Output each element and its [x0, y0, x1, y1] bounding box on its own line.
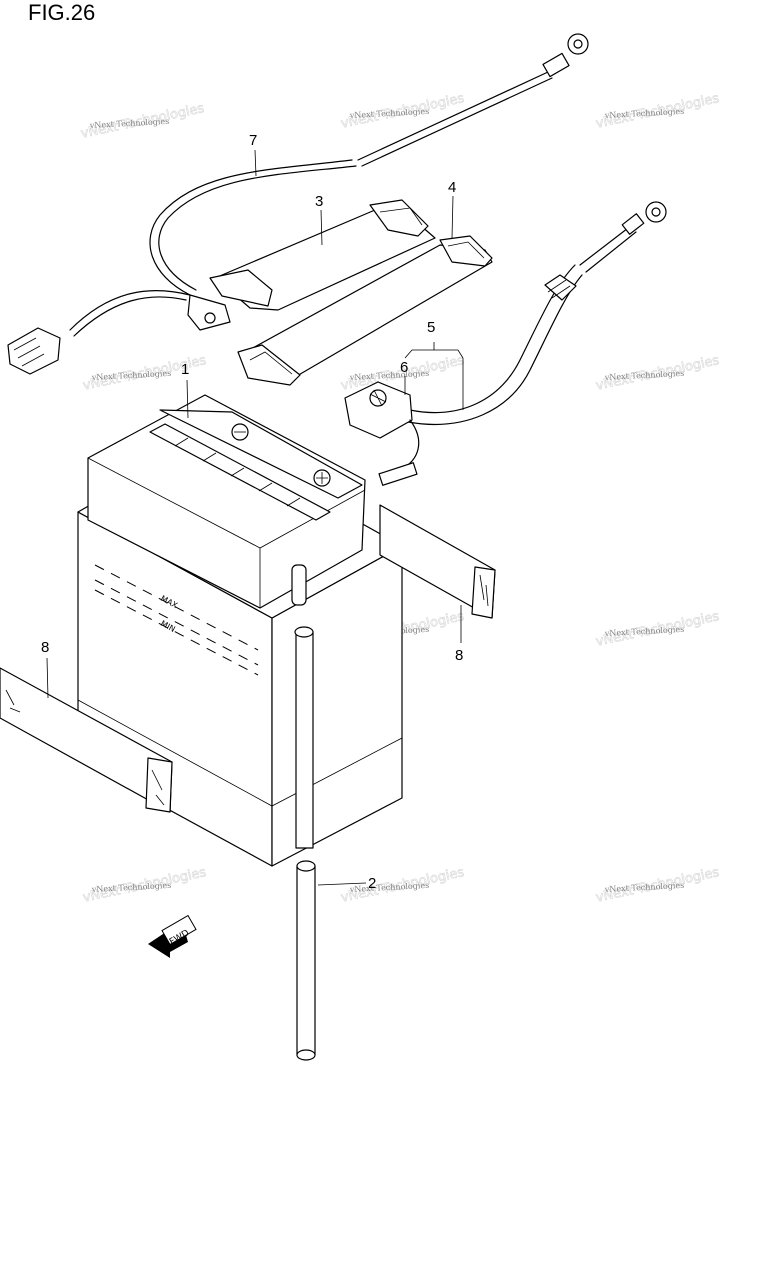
svg-text:vNext Technologies: vNext Technologies — [604, 625, 685, 638]
terminal-cover — [344, 381, 420, 486]
negative-lead-wire — [7, 33, 589, 375]
callout-1: 1 — [181, 361, 189, 378]
watermark: vNext Technologies vNext Technologies — [594, 609, 721, 650]
watermark: vNext Technologies vNext Technologies — [594, 91, 721, 132]
callout-3: 3 — [315, 193, 323, 210]
callout-2: 2 — [368, 875, 376, 892]
callout-6: 6 — [400, 359, 408, 376]
svg-text:vNext Technologies: vNext Technologies — [349, 369, 430, 382]
fwd-arrow-icon: FWD — [148, 914, 197, 958]
svg-text:vNext Technologies: vNext Technologies — [604, 369, 685, 382]
callout-4: 4 — [448, 179, 456, 196]
callout-8-right: 8 — [455, 647, 463, 664]
svg-text:vNext Technologies: vNext Technologies — [91, 881, 172, 894]
figure-title: FIG.26 — [28, 0, 96, 25]
callout-7: 7 — [249, 132, 257, 149]
battery-band-long — [237, 235, 493, 386]
svg-text:vNext Technologies: vNext Technologies — [604, 881, 685, 894]
watermark: vNext Technologies vNext Technologies — [79, 101, 206, 142]
watermark: vNext Technologies vNext Technologies — [594, 353, 721, 394]
svg-text:vNext Technologies: vNext Technologies — [604, 107, 685, 120]
watermark: vNext Technologies vNext Technologies — [339, 91, 466, 132]
svg-text:vNext Technologies: vNext Technologies — [89, 117, 170, 130]
battery-band-short — [209, 199, 436, 311]
watermark: vNext Technologies vNext Technologies — [339, 865, 466, 906]
svg-text:vNext Technologies: vNext Technologies — [349, 881, 430, 894]
svg-text:vNext Technologies: vNext Technologies — [349, 107, 430, 120]
watermark: vNext Technologies vNext Technologies — [594, 865, 721, 906]
battery: MAX MIN — [77, 394, 403, 867]
battery-spacer-right — [379, 504, 496, 619]
callout-5: 5 — [427, 319, 435, 336]
breather-tube — [294, 626, 316, 1061]
callout-8-left: 8 — [41, 639, 49, 656]
watermark: vNext Technologies vNext Technologies — [81, 865, 208, 906]
battery-spacer-left — [0, 667, 173, 813]
svg-text:vNext Technologies: vNext Technologies — [91, 369, 172, 382]
positive-battery-cable — [407, 201, 667, 425]
